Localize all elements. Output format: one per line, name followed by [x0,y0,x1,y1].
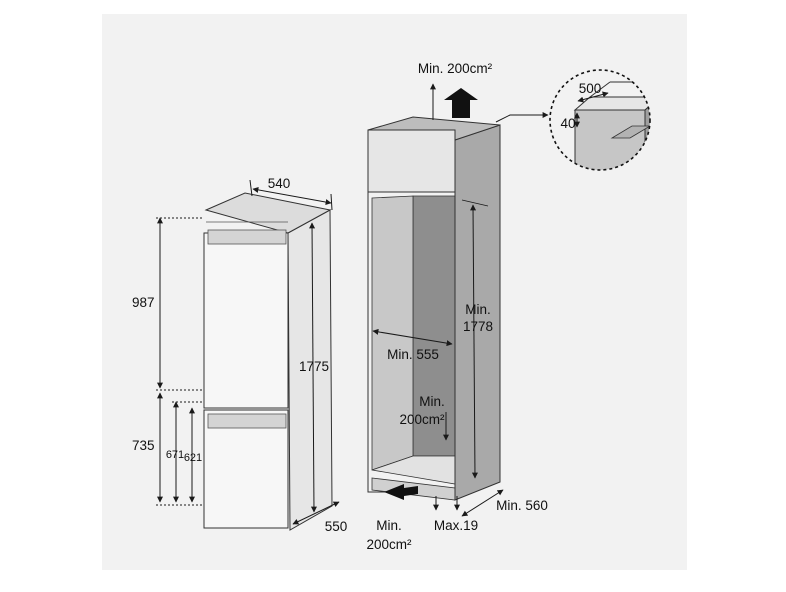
fridge-lower-mid-label: 671 [166,449,184,461]
bottom-vent-label-line1: Min. [376,518,402,533]
fridge-width-label: 540 [268,176,291,191]
cabinet-upper-box [367,129,456,193]
lower-door-handle [207,413,287,429]
fridge-upper-height-label: 987 [132,295,155,310]
fridge-upper-door [203,232,289,409]
upper-door-handle [207,229,287,245]
niche-width-label: Min. 555 [387,347,439,362]
fridge-lower-inner-label: 621 [184,452,202,464]
fridge-total-height-label: 1775 [299,359,329,374]
niche-left-wall [371,195,414,471]
bottom-vent-arrow [384,484,418,500]
inner-vent-label-line2: 200cm² [399,412,445,427]
cabinet-gap-label: Max.19 [434,518,478,533]
top-vent-arrow [430,83,478,120]
detail-width-label: 500 [579,81,602,96]
inner-vent-label-line1: Min. [419,394,445,409]
fridge-lower-height-label: 735 [132,438,155,453]
detail-height-label: 40 [560,116,575,131]
cabinet-depth-label: Min. 560 [496,498,548,513]
niche-height-label-line2: 1778 [463,319,493,334]
niche-height-label-line1: Min. [465,302,491,317]
fridge-top [204,192,332,234]
fridge-dimensions [156,179,340,525]
fridge-lower-door [203,409,289,529]
fridge-depth-label: 550 [325,519,348,534]
cabinet-illustration [367,116,501,501]
top-vent-label: Min. 200cm² [418,61,493,76]
bottom-vent-label-line2: 200cm² [366,537,412,552]
